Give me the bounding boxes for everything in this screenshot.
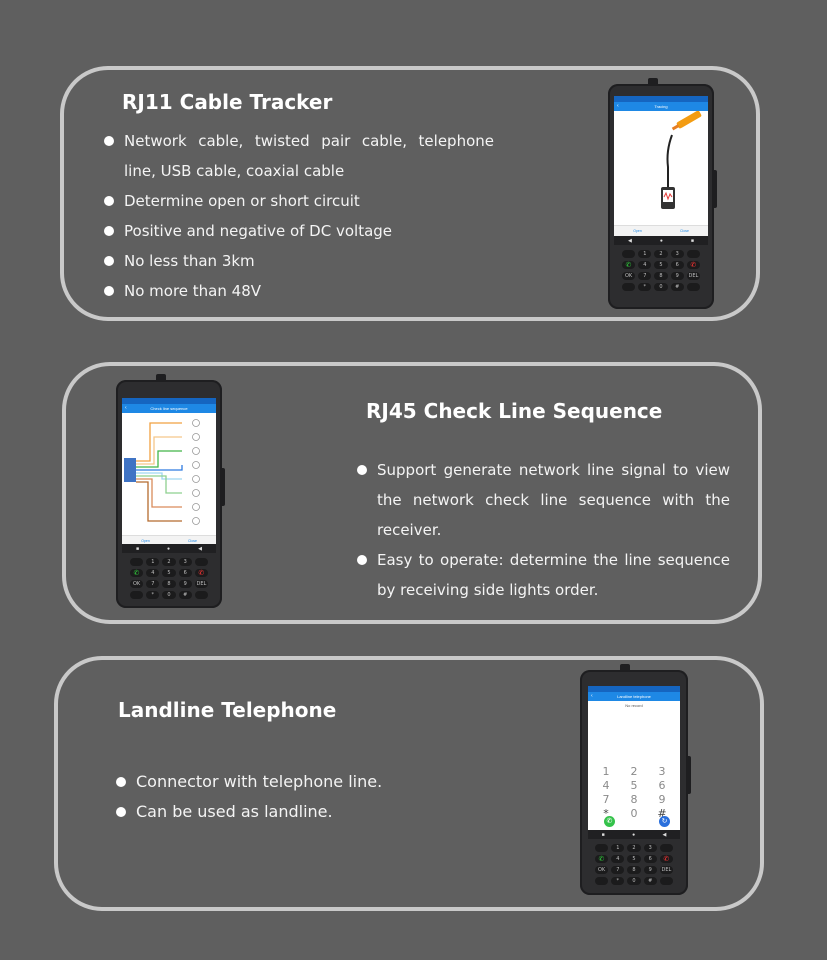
feature-item: Determine open or short circuit — [104, 186, 494, 216]
screen-open-button: Open — [141, 539, 150, 543]
dial-key: * — [603, 807, 609, 820]
dial-pad: 1 2 3 4 5 6 7 8 9 * 0 # — [592, 766, 676, 820]
card-rj45 — [62, 362, 762, 624]
dial-key: 6 — [658, 779, 666, 792]
feature-list-rj45: Support generate network line signal to … — [357, 455, 730, 605]
dial-key: 4 — [602, 779, 610, 792]
dial-key: 8 — [630, 793, 638, 806]
feature-list-rj11: Network cable, twisted pair cable, telep… — [104, 126, 494, 306]
feature-item: No more than 48V — [104, 276, 494, 306]
screen-title: Check line sequence — [150, 406, 188, 411]
dial-key: 2 — [630, 765, 638, 778]
section-title-rj11: RJ11 Cable Tracker — [122, 90, 333, 114]
feature-item: Connector with telephone line. — [116, 767, 436, 797]
feature-item: Support generate network line signal to … — [357, 455, 730, 545]
screen-open-button: Open — [633, 229, 642, 233]
dial-key: 3 — [658, 765, 666, 778]
feature-item: Network cable, twisted pair cable, telep… — [104, 126, 494, 186]
call-icon: ✆ — [604, 816, 615, 827]
screen-title: Landline telephone — [617, 694, 651, 699]
back-arrow-icon: ‹ — [125, 405, 127, 411]
back-arrow-icon: ‹ — [591, 693, 593, 699]
device-screen: ‹ Check line sequence Open Close — [122, 398, 216, 546]
feature-item: No less than 3km — [104, 246, 494, 276]
card-landline — [54, 656, 764, 911]
device-image-landline: ‹ Landline telephone No record 1 2 3 4 5 … — [580, 664, 691, 895]
dial-key: 0 — [630, 807, 638, 820]
android-nav-bar: ■●◀ — [122, 544, 216, 553]
section-title-landline: Landline Telephone — [118, 698, 337, 722]
dial-key: 1 — [602, 765, 610, 778]
screen-title: Tracing — [654, 104, 668, 109]
line-sequence-illustration — [124, 419, 200, 525]
dial-key: # — [657, 807, 667, 820]
android-nav-bar: ■●◀ — [588, 830, 680, 839]
device-image-linecheck: ‹ Check line sequence Open Close ■●◀ — [116, 374, 225, 608]
back-arrow-icon: ‹ — [617, 103, 619, 109]
call-record-status: No record — [625, 703, 643, 708]
dial-key: 7 — [602, 793, 610, 806]
feature-item: Positive and negative of DC voltage — [104, 216, 494, 246]
device-screen: ‹ Landline telephone No record 1 2 3 4 5 … — [588, 686, 680, 830]
android-nav-bar: ◀●■ — [614, 236, 708, 245]
screen-close-button: Close — [680, 229, 689, 233]
card-rj11 — [60, 66, 760, 321]
feature-item: Can be used as landline. — [116, 797, 436, 827]
feature-item: Easy to operate: determine the line sequ… — [357, 545, 730, 605]
screen-close-button: Close — [188, 539, 197, 543]
feature-list-landline: Connector with telephone line. Can be us… — [116, 767, 436, 827]
dial-key: 9 — [658, 793, 666, 806]
tracer-illustration — [661, 110, 702, 209]
device-screen: ‹ Tracing Open Close — [614, 96, 708, 236]
section-title-rj45: RJ45 Check Line Sequence — [366, 399, 663, 423]
dial-key: 5 — [630, 779, 638, 792]
refresh-icon: ↻ — [659, 816, 670, 827]
